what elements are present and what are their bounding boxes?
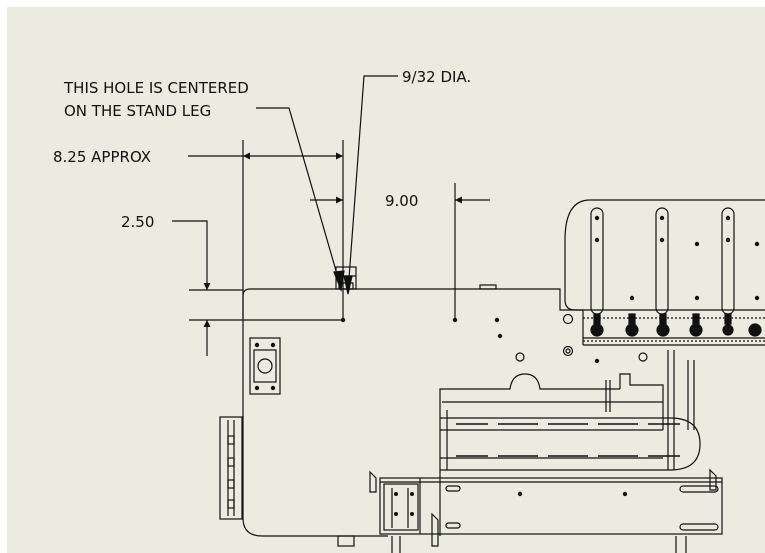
hole-note-line2: ON THE STAND LEG xyxy=(64,102,211,120)
technical-drawing: THIS HOLE IS CENTERED ON THE STAND LEG 9… xyxy=(53,68,765,553)
hole-diameter-label: 9/32 DIA. xyxy=(402,68,471,86)
diameter-leader xyxy=(343,75,398,295)
vertical-offset-label: 2.50 xyxy=(121,213,154,231)
hole-note-leader xyxy=(256,107,345,293)
overall-offset-label: 8.25 APPROX xyxy=(53,148,151,166)
upper-hood xyxy=(564,199,765,346)
machine-outline xyxy=(219,266,723,553)
hole-note-line1: THIS HOLE IS CENTERED xyxy=(63,79,249,97)
connector-row xyxy=(590,313,762,337)
dimension-8-25 xyxy=(188,140,344,318)
dimension-2-50 xyxy=(172,220,343,356)
dimension-9-00 xyxy=(310,183,490,318)
drawing-sheet: THIS HOLE IS CENTERED ON THE STAND LEG 9… xyxy=(7,7,765,553)
horizontal-spacing-label: 9.00 xyxy=(385,192,418,210)
